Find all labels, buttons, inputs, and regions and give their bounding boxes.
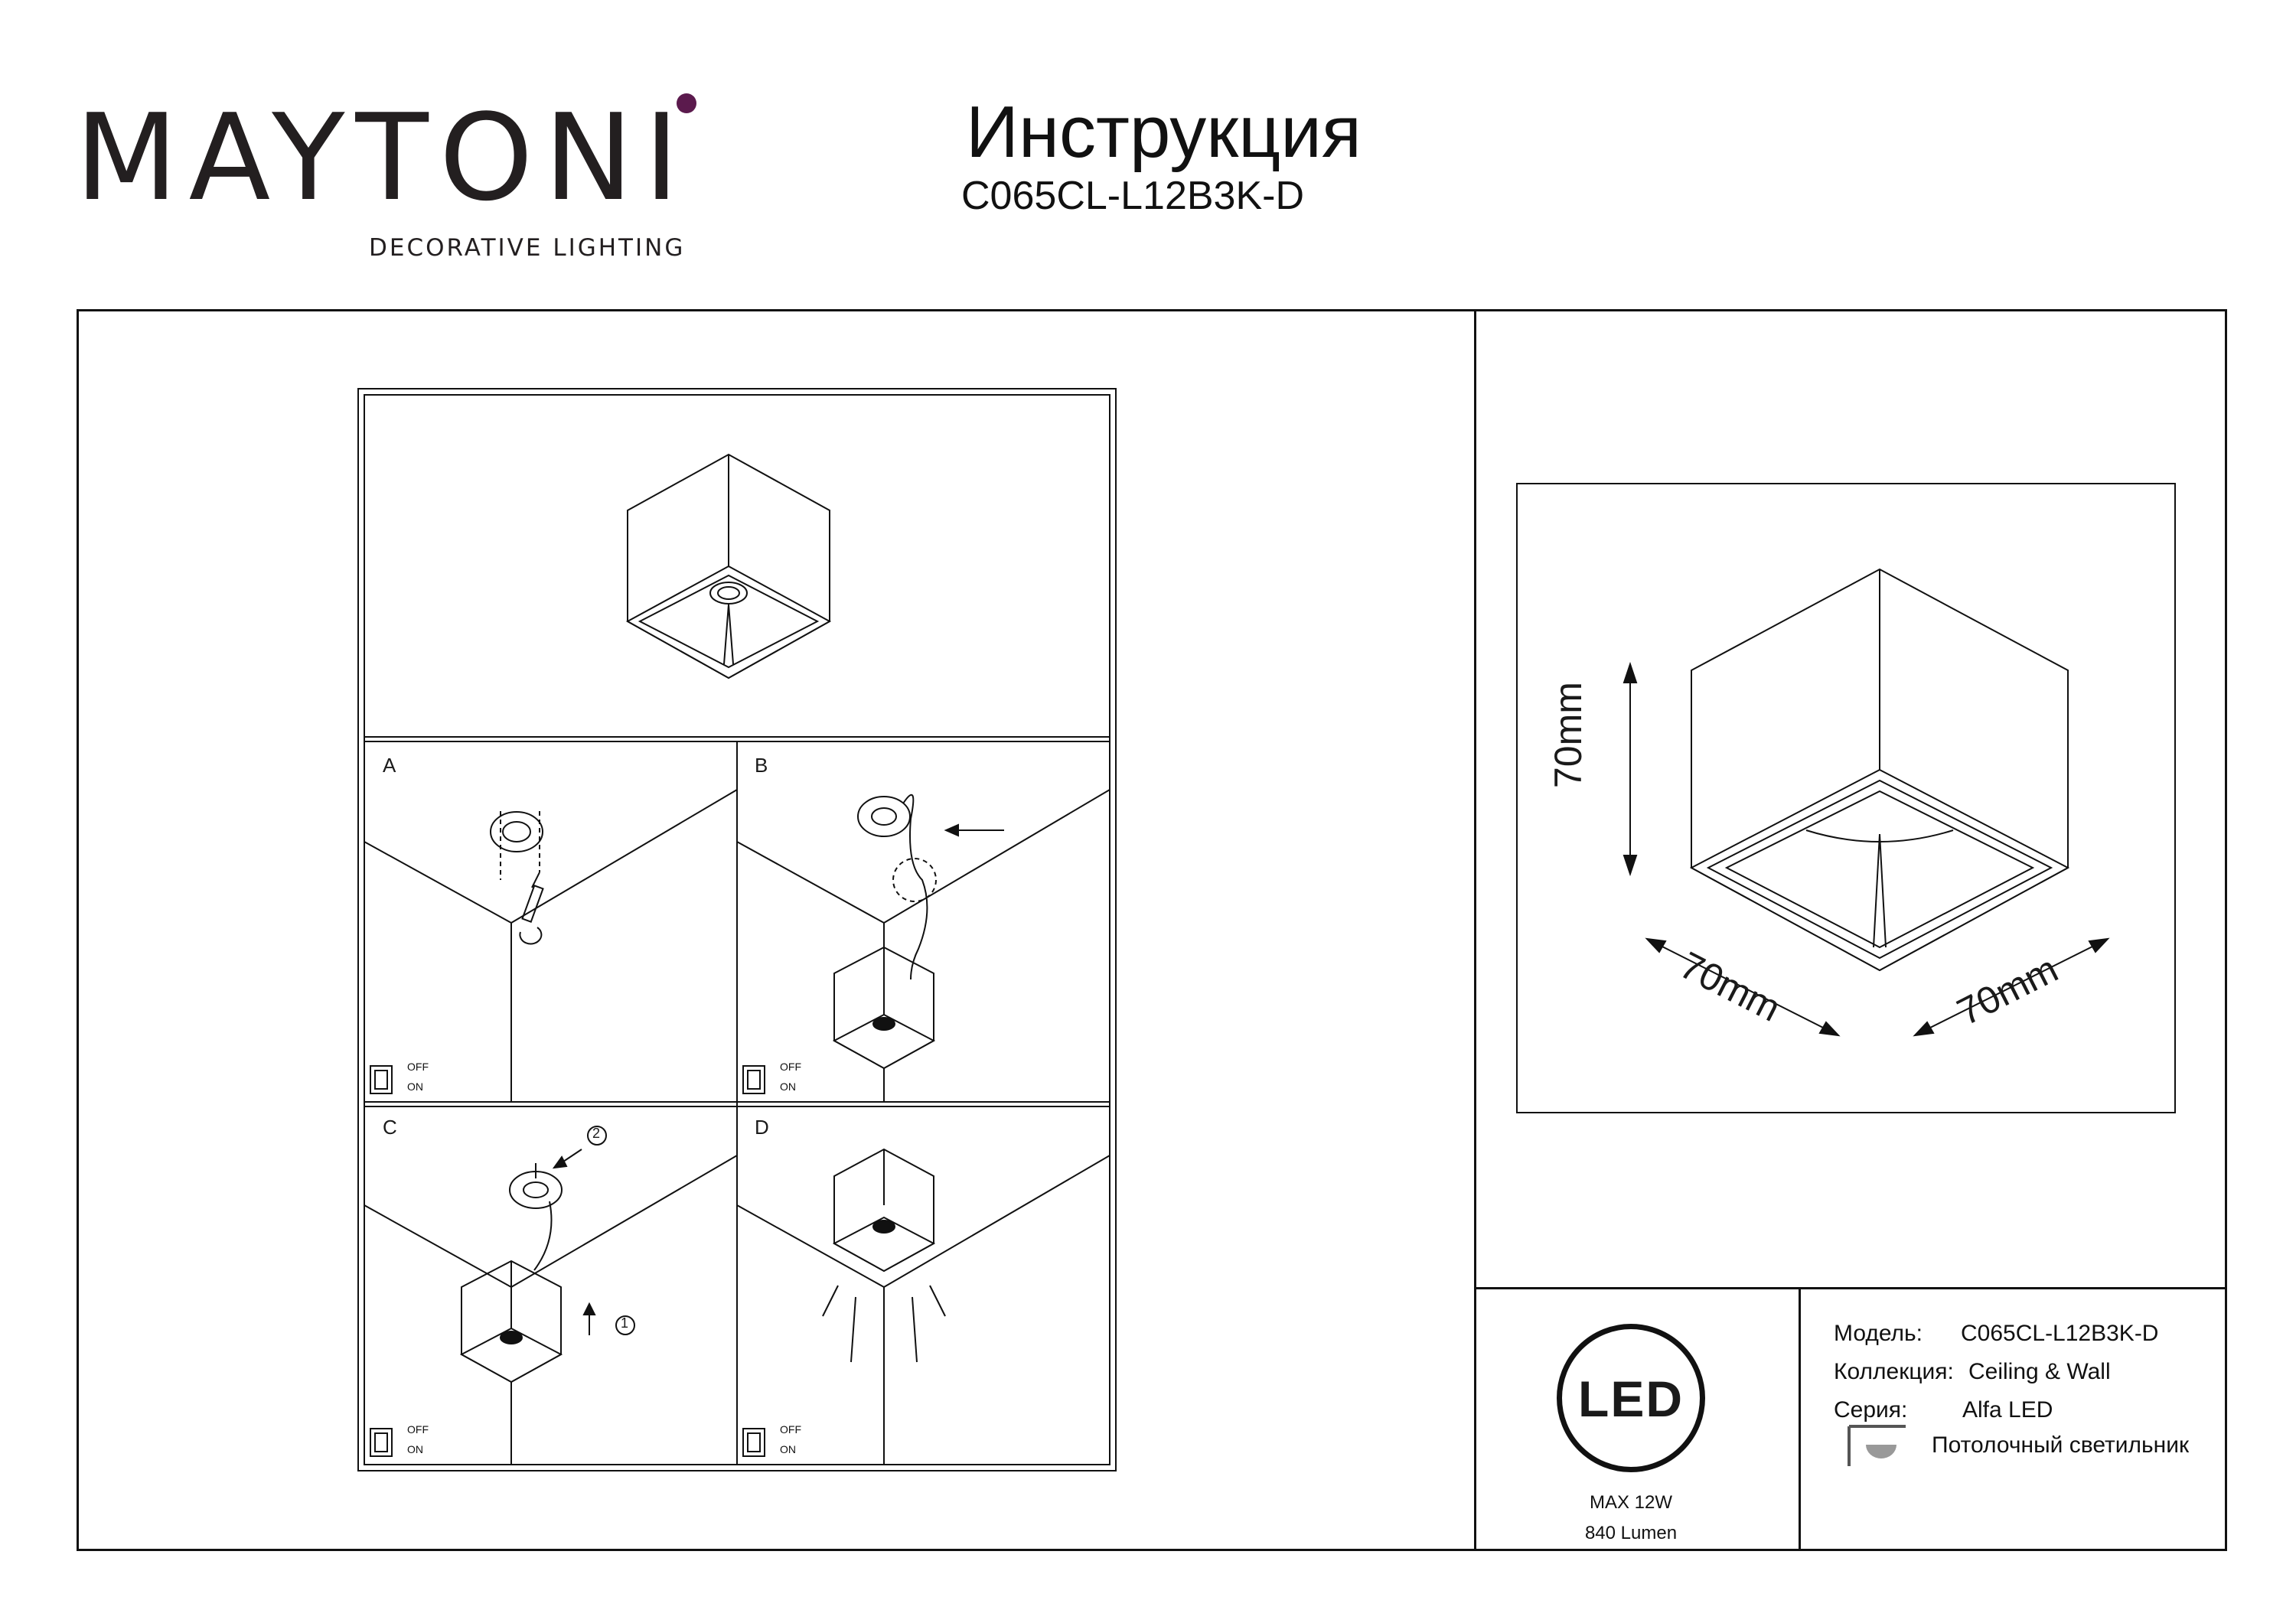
switch-on-label-c: ON — [407, 1443, 423, 1455]
switch-icons — [370, 1065, 765, 1457]
switch-on-label-b: ON — [780, 1080, 796, 1093]
logo-accent-dot — [677, 93, 696, 113]
step-c-letter: C — [383, 1116, 397, 1139]
document-model-code: C065CL-L12B3K-D — [961, 174, 1305, 218]
spec-type-value: Потолочный светильник — [1932, 1432, 2190, 1458]
spec-model-value: C065CL-L12B3K-D — [1961, 1321, 2159, 1346]
step-b-drawing — [736, 789, 1110, 1102]
step-c-drawing — [364, 1126, 738, 1465]
switch-off-label-b: OFF — [780, 1061, 801, 1073]
step-c-marker-1: 1 — [621, 1315, 629, 1331]
led-badge-text: LED — [1578, 1370, 1684, 1427]
switch-off-label-d: OFF — [780, 1423, 801, 1436]
step-b-letter: B — [755, 754, 768, 777]
step-a-letter: A — [383, 754, 396, 777]
step-c-marker-2: 2 — [592, 1126, 601, 1141]
switch-off-label-a: OFF — [407, 1061, 429, 1073]
spec-model-label: Модель: — [1834, 1321, 1923, 1346]
document-title: Инструкция — [966, 91, 1362, 173]
step-d-drawing — [736, 1148, 1110, 1465]
spec-collection-value: Ceiling & Wall — [1968, 1359, 2111, 1384]
spec-collection-label: Коллекция: — [1834, 1359, 1954, 1384]
switch-on-label-a: ON — [407, 1080, 423, 1093]
led-badge-circle — [1557, 1324, 1705, 1472]
led-power: MAX 12W — [1589, 1492, 1673, 1513]
step-d-letter: D — [755, 1116, 769, 1139]
switch-on-label-d: ON — [780, 1443, 796, 1455]
spec-divider — [1799, 1287, 1801, 1551]
overview-cube — [625, 453, 832, 680]
logo-tagline: DECORATIVE LIGHTING — [369, 234, 686, 262]
dimension-height: 70mm — [1547, 682, 1590, 788]
switch-off-label-c: OFF — [407, 1423, 429, 1436]
step-a-drawing — [364, 789, 738, 1102]
spec-series-label: Серия: — [1834, 1397, 1908, 1423]
led-lumen: 840 Lumen — [1584, 1523, 1678, 1543]
ceiling-lamp-icon — [1848, 1425, 1906, 1466]
main-frame — [77, 309, 2227, 1551]
frame-divider-horizontal — [1474, 1287, 2227, 1289]
maytoni-logo: MAYTONI — [75, 88, 690, 227]
spec-series-value: Alfa LED — [1962, 1397, 2053, 1423]
frame-divider-vertical — [1474, 309, 1476, 1551]
